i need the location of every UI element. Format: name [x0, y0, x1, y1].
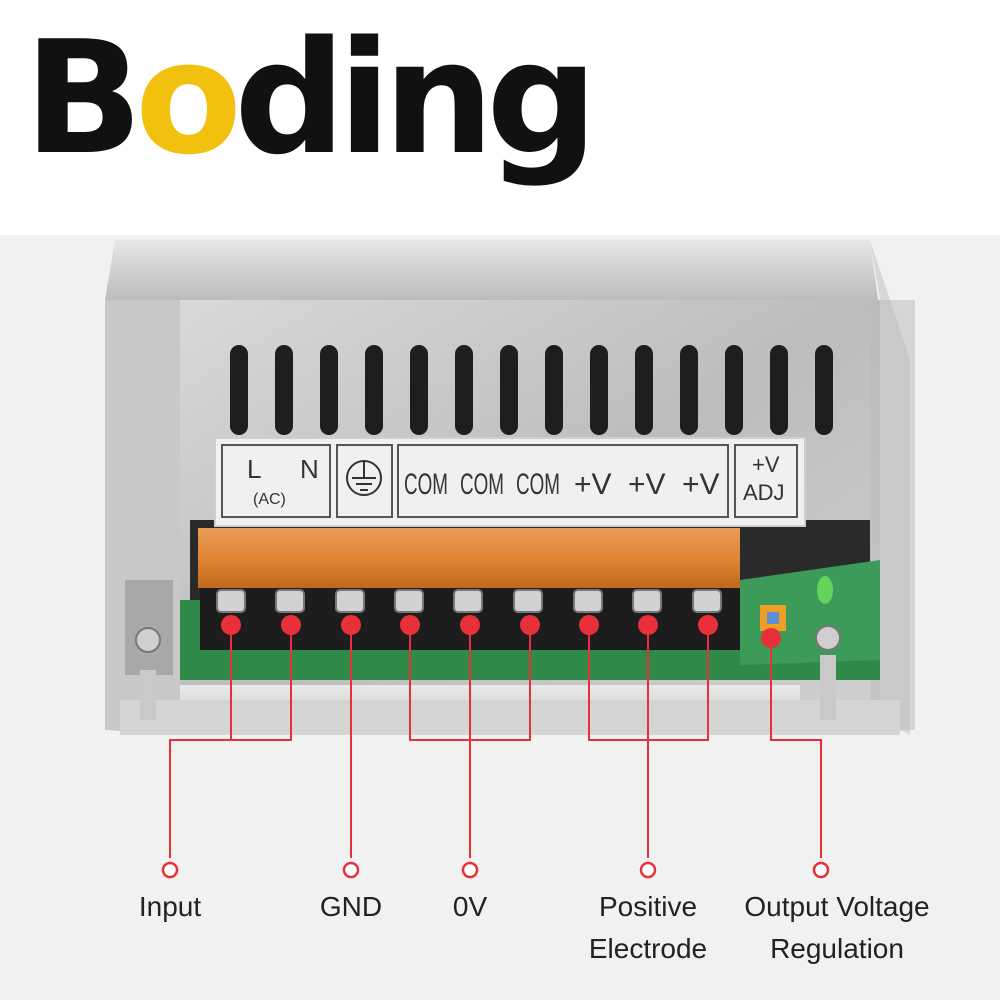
label-vplus-3: +V	[682, 468, 720, 501]
caption-gnd: GND	[291, 886, 411, 928]
brand-logo: Boding	[24, 20, 598, 176]
caption-0v-line1: 0V	[452, 891, 488, 922]
ground-icon	[346, 460, 382, 496]
terminal-markers	[221, 615, 781, 648]
callout-lines	[169, 625, 822, 858]
caption-gnd-line1: GND	[319, 891, 383, 922]
caption-positive-line1: Positive	[598, 891, 698, 922]
label-l: L	[247, 454, 261, 484]
label-com-2: COM	[460, 468, 504, 501]
caption-input: Input	[110, 886, 230, 928]
callout-end-markers	[161, 861, 830, 879]
vent-slots	[230, 345, 833, 435]
label-com-3: COM	[516, 468, 560, 501]
brand-suffix: ding	[234, 7, 598, 189]
led-indicator	[817, 576, 833, 604]
label-vplus-2: +V	[628, 468, 666, 501]
caption-0v: 0V	[410, 886, 530, 928]
caption-regulation-line1: Output Voltage	[744, 891, 930, 922]
label-n: N	[300, 454, 319, 484]
mounting-screws	[125, 580, 841, 720]
terminal-label-plate: L N (AC) COM COM COM +V +V +V +V ADJ	[214, 437, 806, 527]
label-adj-top: +V	[752, 452, 780, 477]
caption-output-voltage-regulation: Output Voltage Regulation	[726, 886, 948, 970]
brand-prefix: B	[24, 7, 143, 189]
caption-regulation-line2: Regulation	[770, 933, 904, 964]
label-ac: (AC)	[253, 491, 286, 508]
brand-highlight: o	[134, 7, 242, 189]
label-adj-bottom: ADJ	[743, 480, 785, 505]
caption-input-line1: Input	[138, 891, 202, 922]
label-vplus-1: +V	[574, 468, 612, 501]
terminal-cover	[198, 528, 740, 588]
label-com-1: COM	[404, 468, 448, 501]
caption-positive-line2: Electrode	[588, 933, 708, 964]
caption-positive-electrode: Positive Electrode	[563, 886, 733, 970]
